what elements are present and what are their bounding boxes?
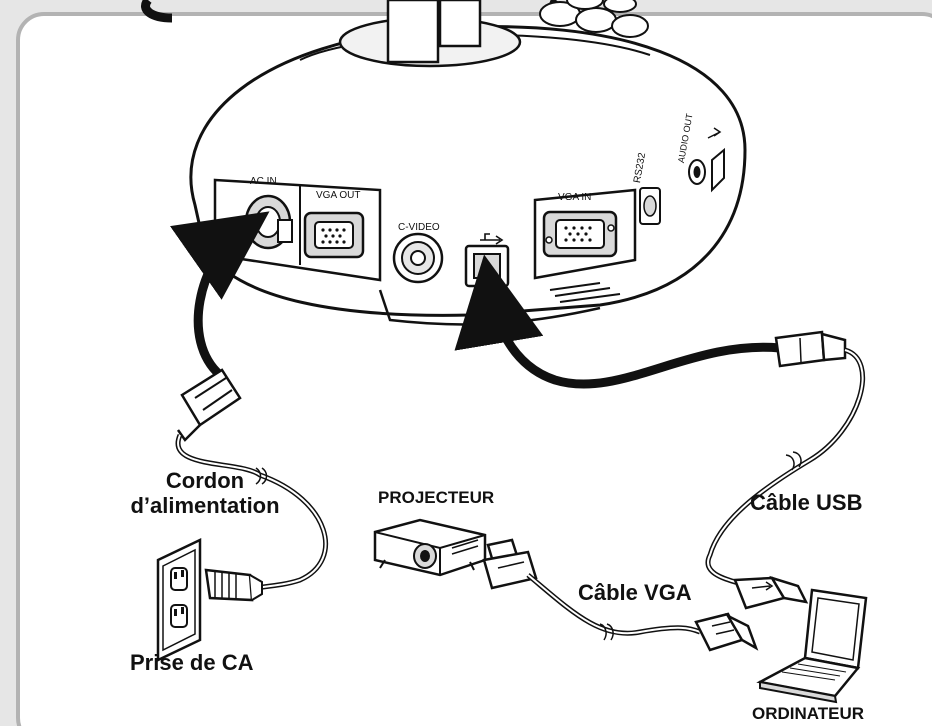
usb-cable-arrow [454, 254, 781, 389]
label-power-cord: Cordon d’alimentation [120, 468, 290, 519]
label-usb-cable: Câble USB [750, 490, 863, 515]
usb-a-plug [733, 575, 809, 610]
label-projector: PROJECTEUR [378, 488, 495, 507]
wall-plug [204, 568, 263, 602]
ac-outlet [156, 538, 202, 662]
vent-slots [549, 282, 621, 303]
power-plug-head [176, 368, 242, 442]
vga-plug-laptop [694, 612, 759, 652]
port-label-vga-out: VGA OUT [316, 190, 361, 201]
label-power-cord-line2: d’alimentation [130, 493, 280, 519]
control-buttons [539, 0, 649, 38]
label-power-cord-line1: Cordon [165, 468, 245, 493]
usb-a-side-port [707, 127, 725, 193]
label-vga-cable: Câble VGA [578, 580, 692, 605]
port-label-ac-in: AC IN [250, 176, 277, 187]
c-video-jack [392, 232, 444, 284]
vga-plug-projector [482, 538, 538, 590]
vga-out-socket [303, 211, 365, 259]
projector-icon [373, 518, 487, 577]
rs232-jack [639, 187, 661, 225]
ac-in-socket [244, 194, 293, 250]
label-ac-outlet: Prise de CA [130, 650, 254, 675]
document-camera-base [189, 0, 747, 326]
port-label-vga-in: VGA IN [558, 192, 592, 203]
power-cord-arrow [169, 211, 270, 379]
audio-out-jack [688, 159, 706, 185]
usb-b-plug [774, 330, 847, 368]
vga-in-socket [542, 210, 618, 258]
camera-arm [386, 0, 440, 64]
laptop-icon [756, 588, 868, 704]
label-computer: ORDINATEUR [752, 704, 865, 723]
port-label-c-video: C-VIDEO [398, 222, 440, 233]
